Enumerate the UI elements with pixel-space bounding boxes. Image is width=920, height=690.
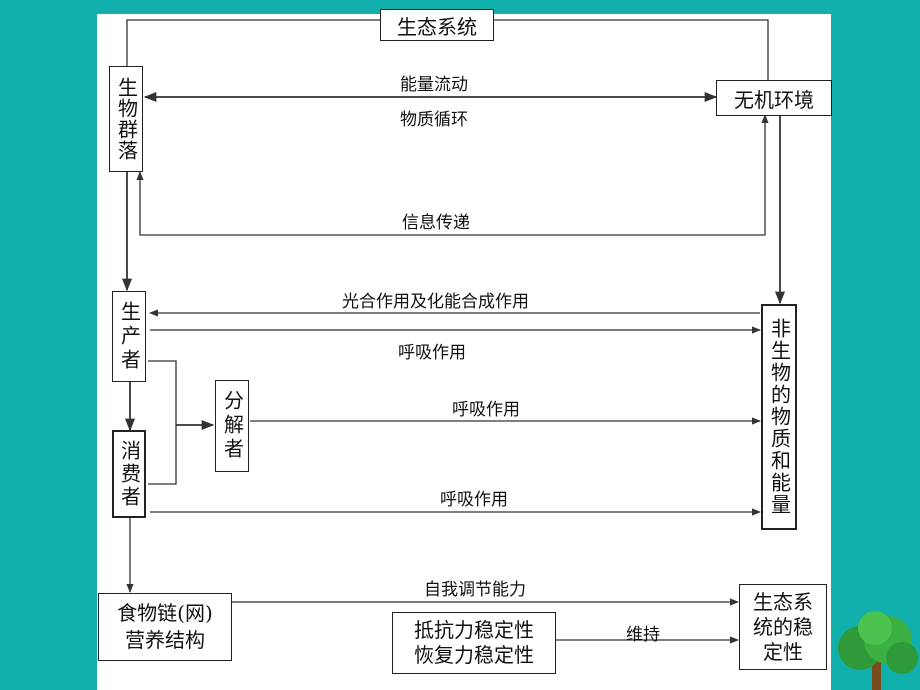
node-resistance-stability: 抵抗力稳定性 (414, 618, 534, 642)
node-nonliving-matter-energy: 非生物的物质和能量 (761, 304, 797, 530)
node-stability-types: 抵抗力稳定性 恢复力稳定性 (392, 612, 556, 674)
node-biotic-community-text: 生物群落 (114, 77, 139, 161)
label-consumer-respiration: 呼吸作用 (440, 490, 508, 510)
label-energy-flow: 能量流动 (400, 75, 468, 95)
node-ecosystem-stability: 生态系统的稳定性 (739, 584, 827, 670)
label-producer-respiration: 呼吸作用 (398, 343, 466, 363)
label-photosynthesis: 光合作用及化能合成作用 (342, 292, 529, 312)
label-material-cycle: 物质循环 (400, 110, 468, 130)
ecosystem-title: 生态系统 (380, 9, 494, 41)
node-resilience-stability: 恢复力稳定性 (414, 643, 534, 667)
node-decomposer-text: 分解者 (220, 390, 245, 462)
to-decomposer-bracket (148, 360, 177, 485)
label-decomposer-respiration: 呼吸作用 (452, 400, 520, 420)
label-maintain: 维持 (626, 625, 660, 645)
node-producer-text: 生产者 (117, 300, 142, 373)
top-frame-line (126, 19, 380, 66)
label-self-regulation: 自我调节能力 (424, 580, 526, 600)
node-ecosystem-stability-text: 生态系统的稳定性 (753, 589, 813, 664)
node-nonliving-text: 非生物的物质和能量 (767, 318, 792, 516)
node-producer: 生产者 (112, 291, 146, 382)
node-biotic-community: 生物群落 (109, 66, 143, 172)
top-frame-line-right (494, 19, 769, 82)
tree-decoration (838, 611, 918, 690)
information-arrow (136, 114, 769, 236)
node-food-web-line2: 营养结构 (125, 628, 205, 652)
node-decomposer: 分解者 (215, 380, 249, 472)
node-consumer-text: 消费者 (117, 439, 142, 509)
node-food-web-line1: 食物链(网) (117, 601, 213, 625)
node-abiotic-environment: 无机环境 (716, 80, 832, 116)
label-information-transfer: 信息传递 (402, 213, 470, 233)
node-food-web: 食物链(网) 营养结构 (98, 593, 232, 661)
node-consumer: 消费者 (112, 430, 146, 518)
